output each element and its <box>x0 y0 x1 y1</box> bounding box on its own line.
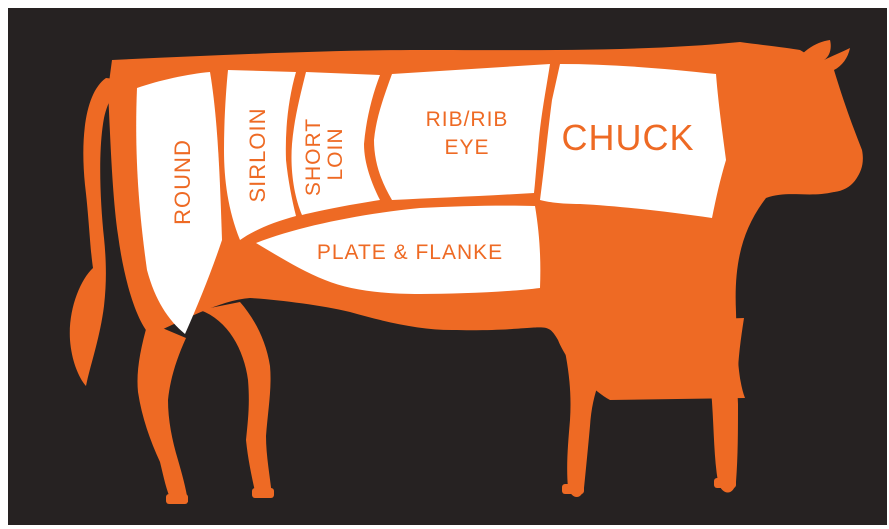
hoof-rear-outer <box>166 494 188 504</box>
cut-label-round: ROUND <box>170 139 195 225</box>
cut-rib <box>374 64 550 200</box>
cut-label-plate-flanke: PLATE & FLANKE <box>317 241 503 264</box>
cut-label-sirloin: SIRLOIN <box>245 107 270 202</box>
cut-label-chuck: CHUCK <box>561 117 694 158</box>
hoof-front-back <box>562 484 584 494</box>
cut-label-short-loin-line1: SHORT <box>302 118 325 196</box>
hoof-rear-inner <box>252 488 274 498</box>
cut-label-short-loin-line2: LOIN <box>324 127 347 180</box>
hoof-front-front <box>714 478 736 488</box>
cut-label-rib-line2: EYE <box>444 136 489 159</box>
cut-label-rib-line1: RIB/RIB <box>426 108 509 131</box>
